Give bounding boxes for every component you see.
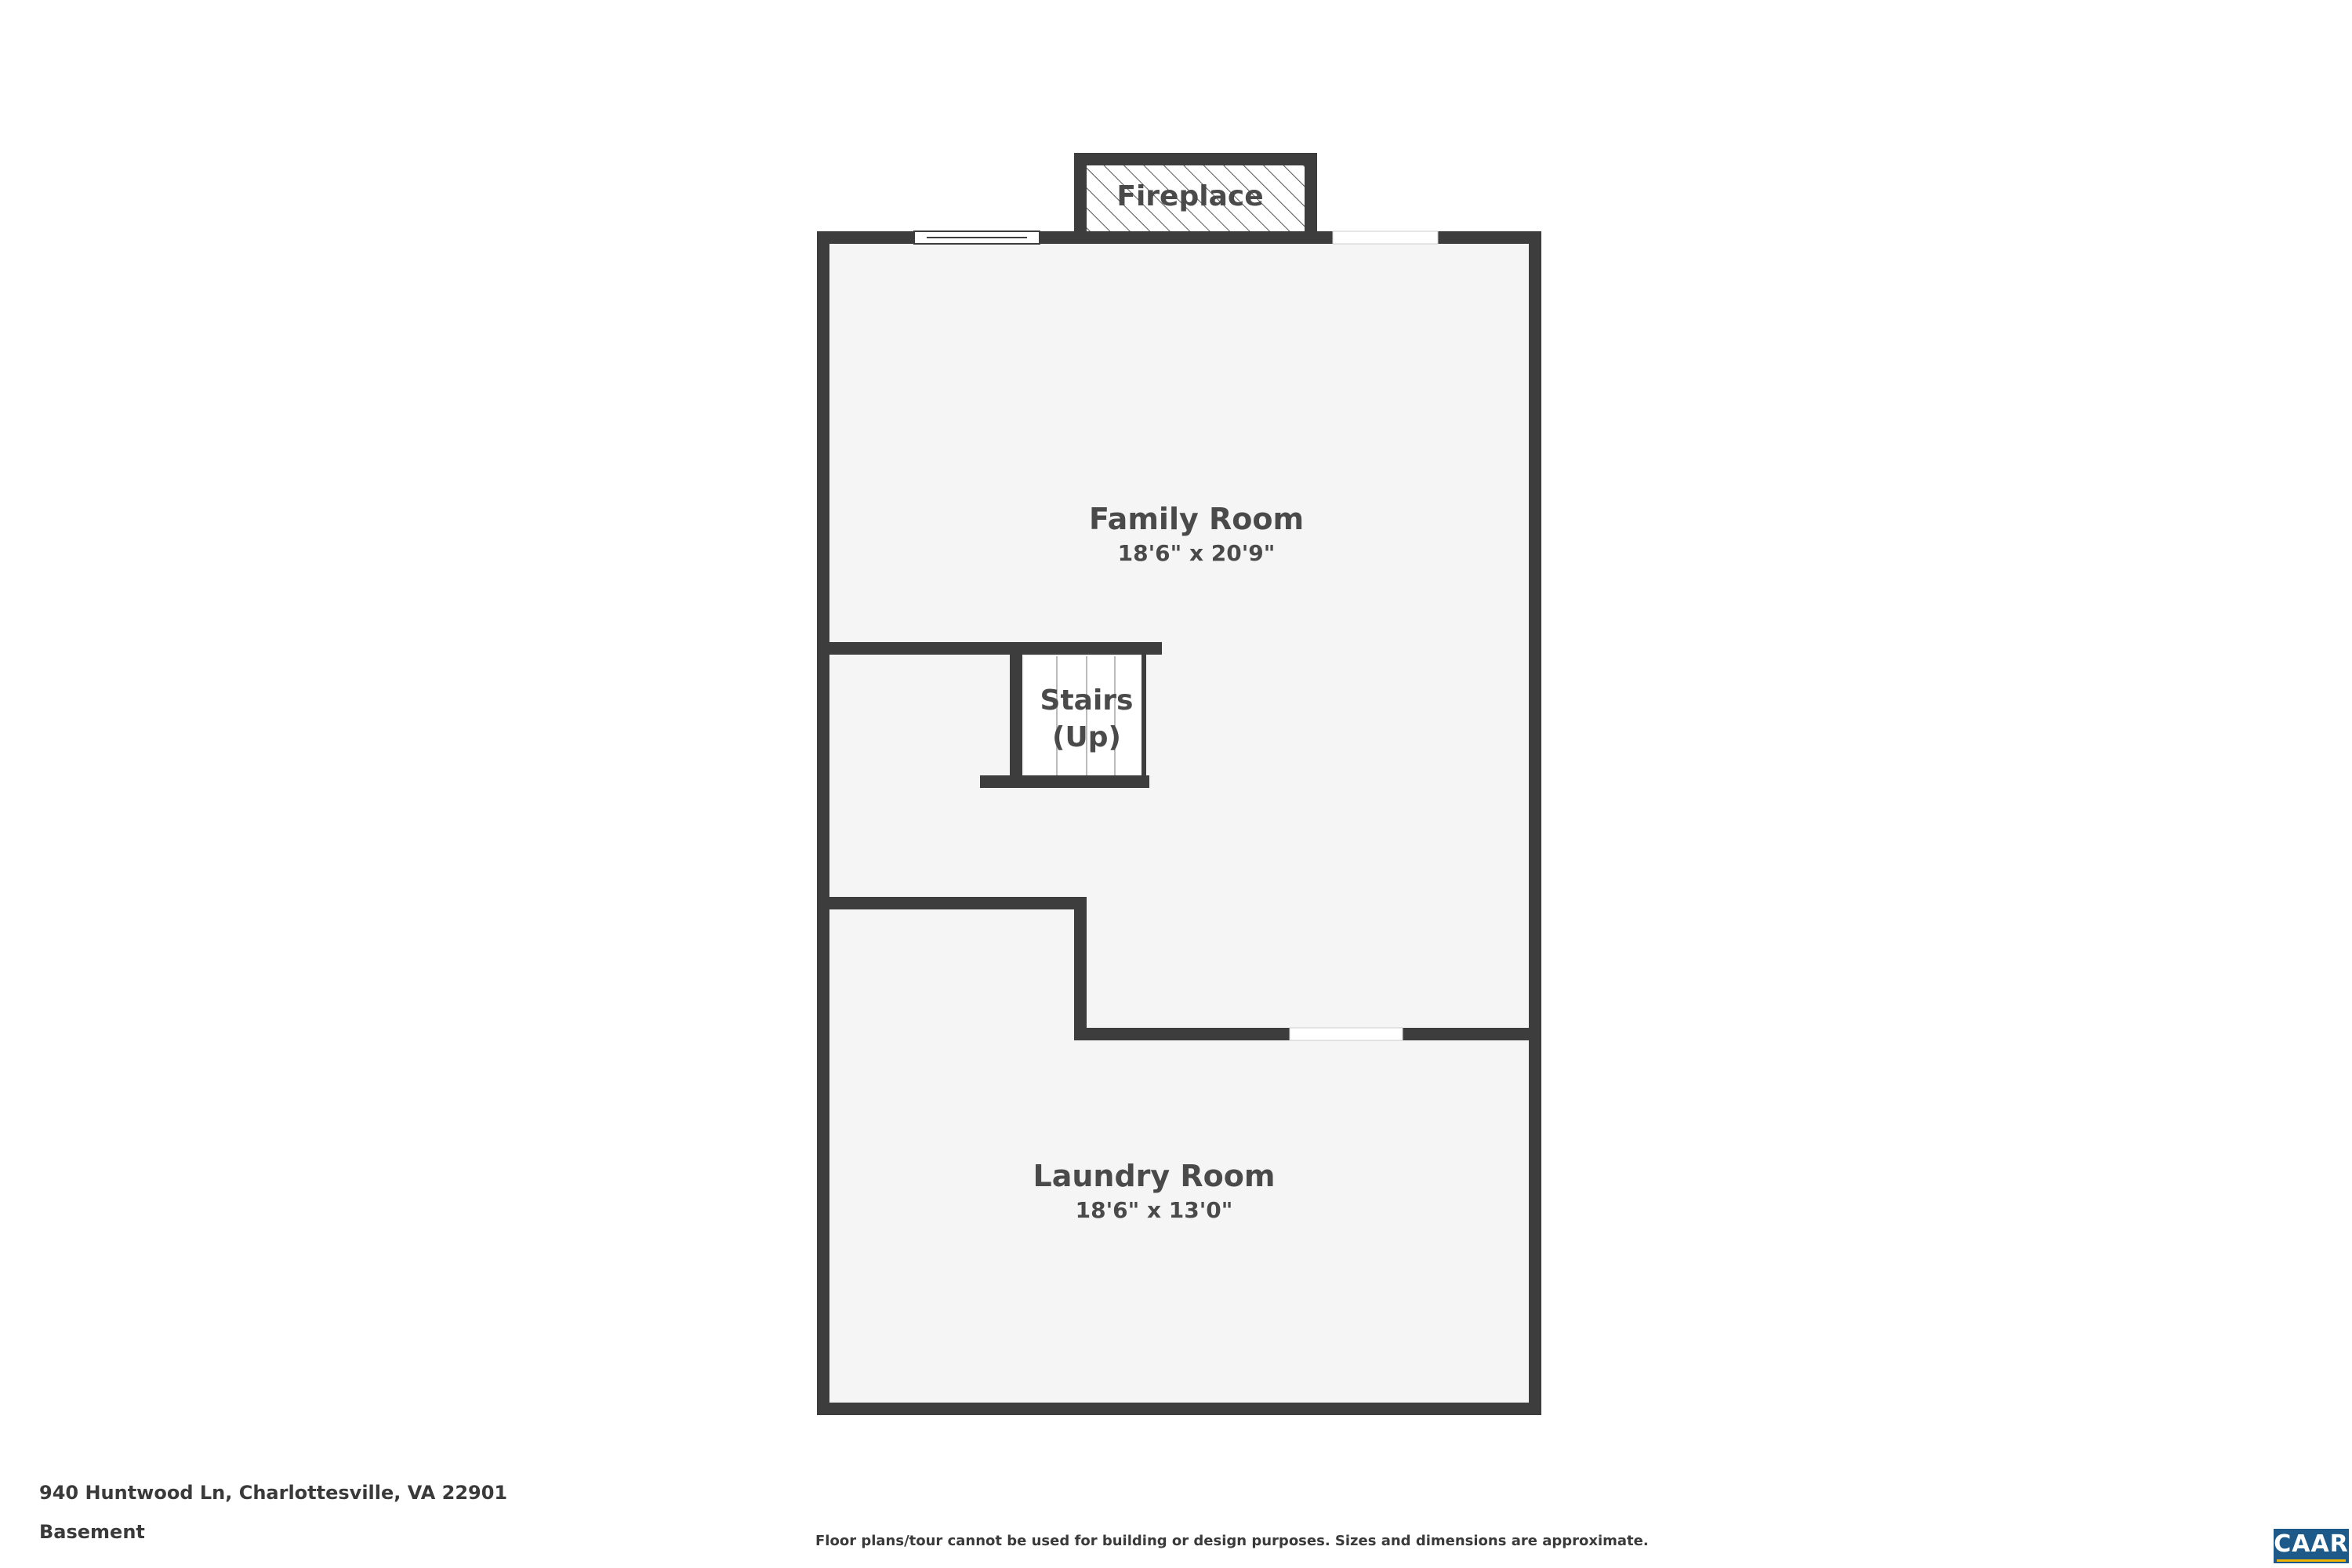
windows: [913, 230, 1439, 245]
stairs-direction-label: (Up): [1052, 721, 1121, 753]
disclaimer: Floor plans/tour cannot be used for buil…: [815, 1533, 1649, 1549]
stairs-label: Stairs: [1040, 684, 1134, 717]
laundry-room-dims: 18'6" x 13'0": [1076, 1197, 1233, 1223]
family-room-dims: 18'6" x 20'9": [1118, 540, 1276, 566]
stairs: [1024, 655, 1146, 775]
family-room-label: Family Room: [1089, 502, 1304, 536]
caar-logo-text: CAAR: [2274, 1530, 2349, 1558]
window-right: [1332, 230, 1439, 245]
fireplace: [1074, 153, 1317, 233]
laundry-room-label: Laundry Room: [1033, 1159, 1276, 1193]
fireplace-label: Fireplace: [1116, 180, 1263, 212]
property-address: 940 Huntwood Ln, Charlottesville, VA 229…: [39, 1482, 508, 1504]
doorway: [1289, 1027, 1403, 1041]
floor-level: Basement: [39, 1521, 145, 1543]
logo-underline: [2277, 1559, 2346, 1562]
floor-areas: [823, 239, 1533, 1409]
family-room-floor: [823, 239, 1533, 1031]
caar-logo: CAAR: [2274, 1529, 2349, 1563]
laundry-room-floor: [823, 902, 1533, 1409]
